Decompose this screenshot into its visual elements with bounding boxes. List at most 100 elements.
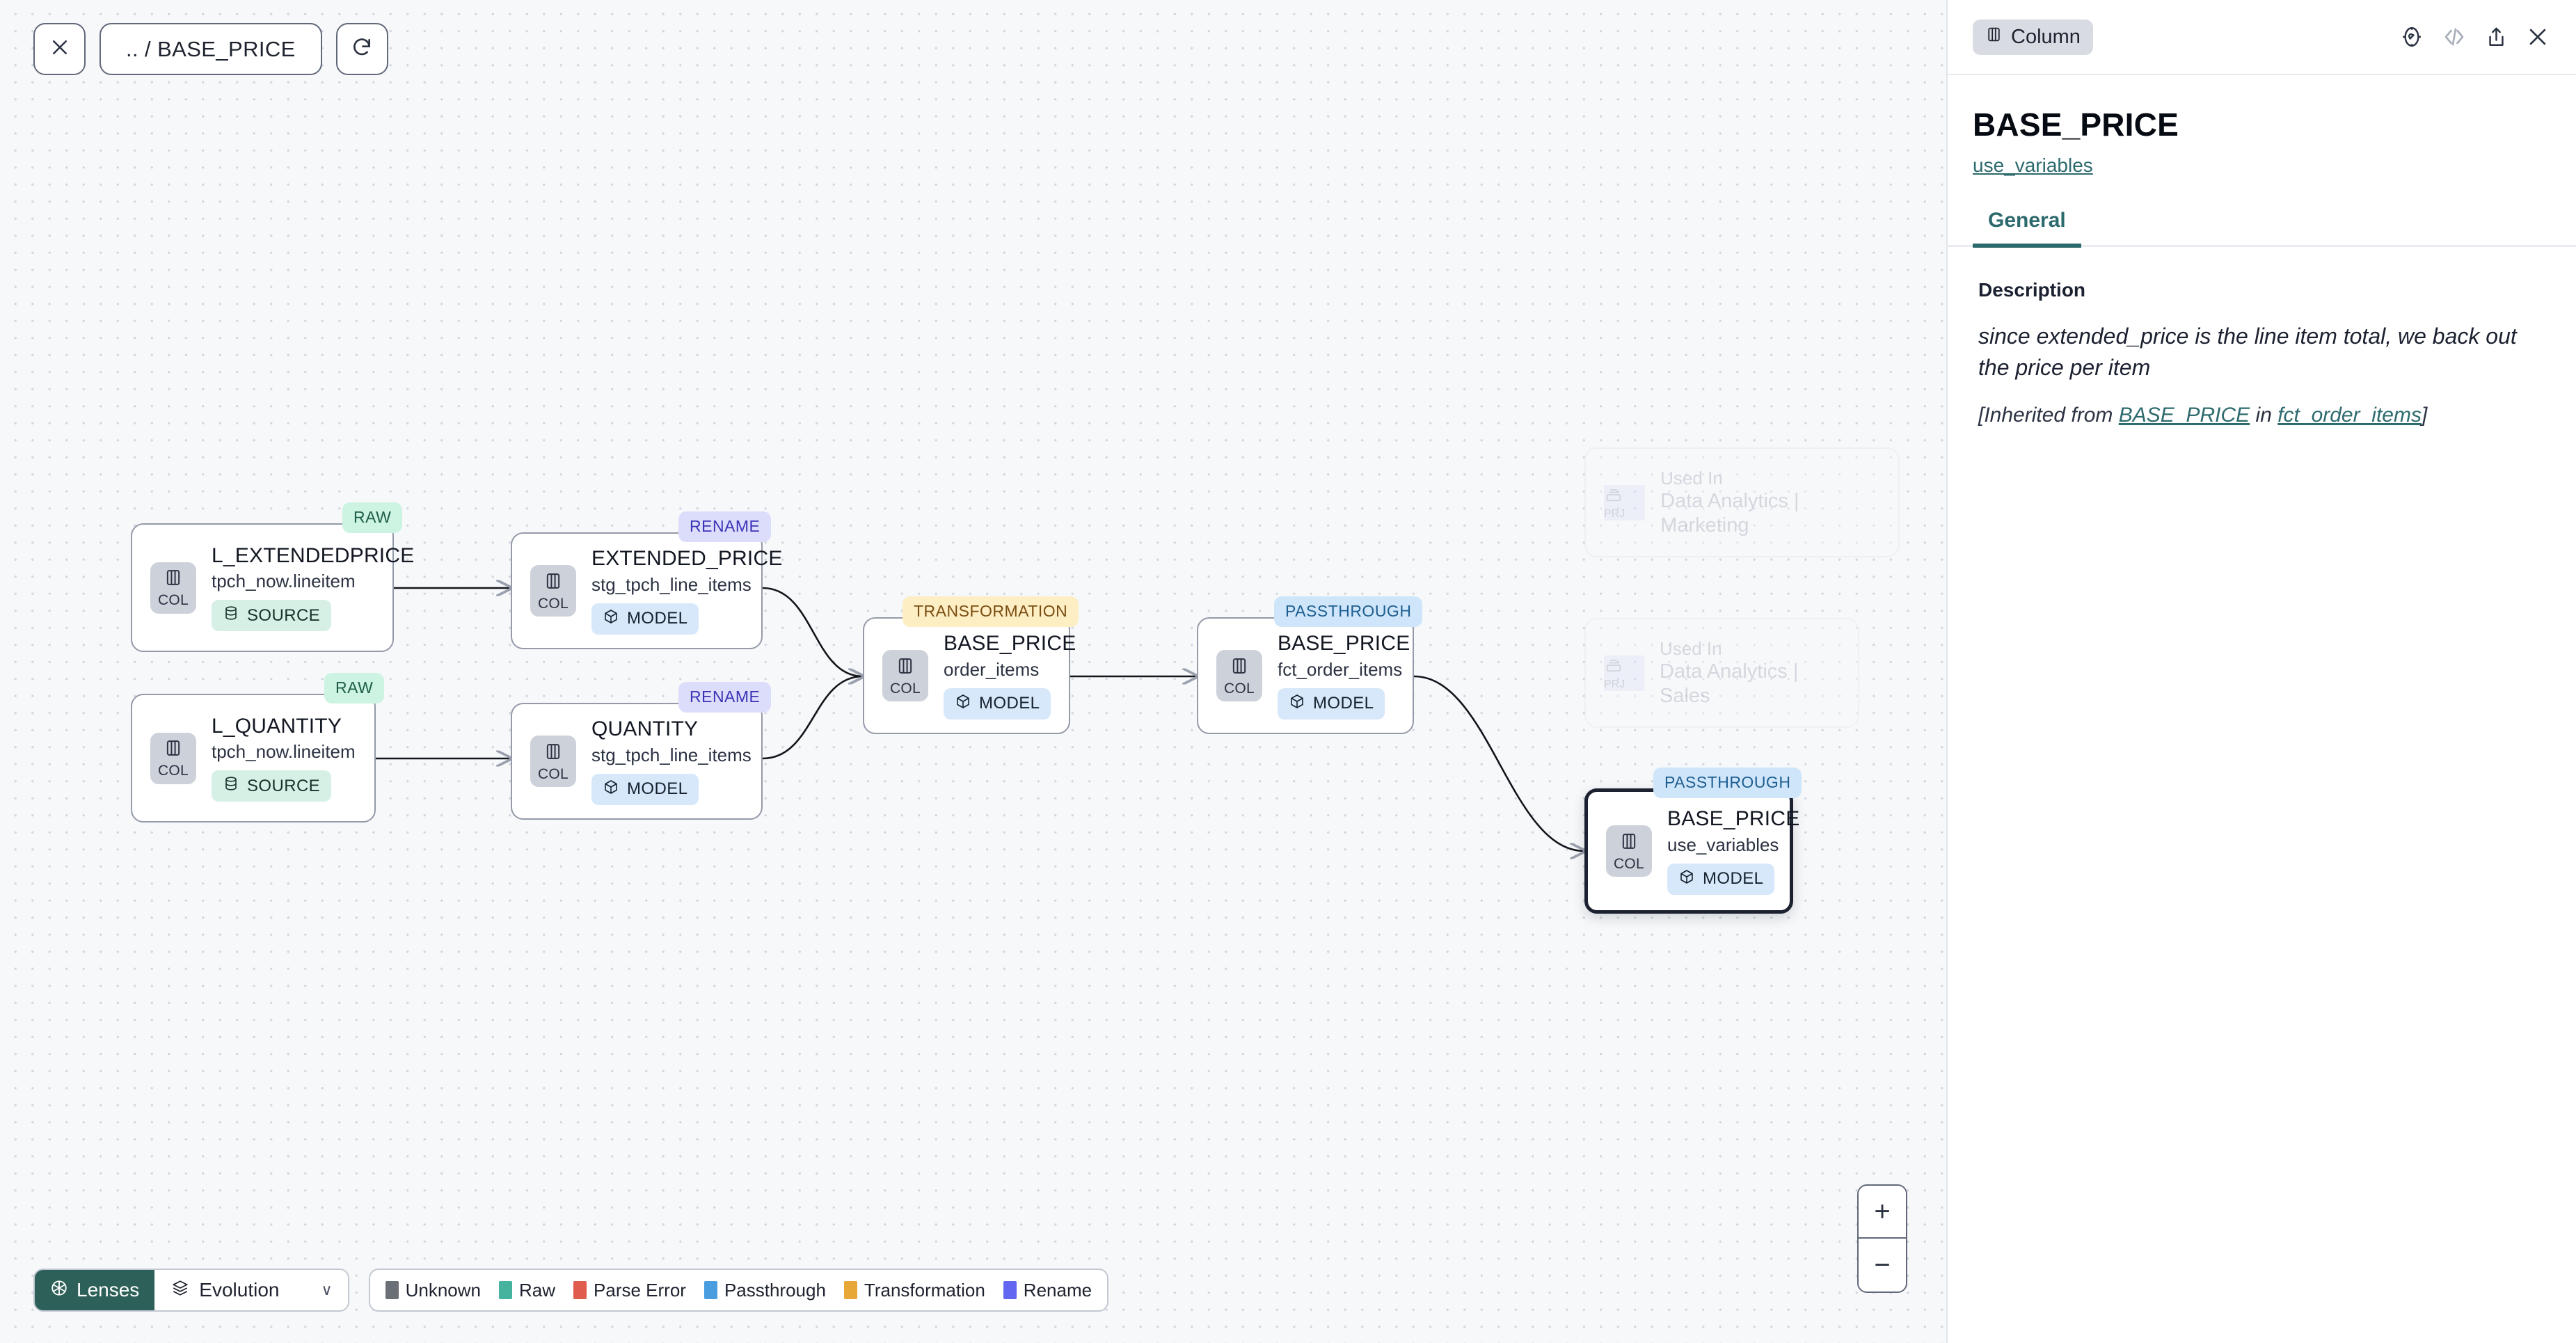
legend-item[interactable]: Transformation: [843, 1280, 985, 1301]
inherited-prefix: [Inherited from: [1978, 403, 2119, 427]
materialization-badge: MODEL: [591, 773, 699, 805]
legend-item[interactable]: Unknown: [385, 1280, 481, 1301]
page-title: BASE_PRICE: [1973, 106, 2179, 143]
panel-body: Description since extended_price is the …: [1948, 247, 2576, 427]
node-name: L_QUANTITY: [212, 714, 342, 738]
column-kind-badge: COL: [530, 736, 576, 787]
cube-icon: [603, 608, 619, 630]
cube-icon: [955, 693, 971, 715]
legend-swatch: [1003, 1281, 1017, 1299]
zoom-in-button[interactable]: +: [1859, 1186, 1906, 1239]
chevron-down-icon: ∨: [321, 1281, 333, 1298]
refresh-button[interactable]: [335, 23, 388, 75]
materialization-label: SOURCE: [247, 605, 321, 625]
column-kind-label: COL: [537, 765, 569, 782]
code-icon[interactable]: [2442, 24, 2467, 49]
details-panel-header: Column: [1948, 0, 2576, 75]
lenses-button[interactable]: Lenses: [35, 1270, 155, 1310]
inherited-model-link[interactable]: fct_order_items: [2277, 403, 2422, 427]
node-type-pill: RAW: [342, 502, 403, 533]
share-icon[interactable]: [2485, 26, 2508, 49]
used-in-card[interactable]: PRJ Used In Data Analytics | Marketing: [1584, 447, 1900, 557]
panel-tabs: General: [1948, 177, 2576, 248]
entity-type-label: Column: [2011, 25, 2081, 48]
lenses-label: Lenses: [77, 1279, 140, 1301]
inherited-from-note: [Inherited from BASE_PRICE in fct_order_…: [1978, 404, 2545, 427]
column-icon: [164, 568, 183, 591]
node-name: QUANTITY: [591, 717, 699, 741]
materialization-label: MODEL: [627, 609, 688, 628]
column-icon: [1230, 656, 1249, 679]
lineage-node[interactable]: COL L_EXTENDEDPRICE tpch_now.lineitem SO…: [131, 523, 414, 652]
node-name: BASE_PRICE: [944, 632, 1076, 655]
legend-swatch: [499, 1281, 512, 1299]
legend-item[interactable]: Parse Error: [573, 1280, 686, 1301]
node-parent: tpch_now.lineitem: [212, 571, 356, 592]
node-parent: use_variables: [1667, 834, 1779, 855]
legend-label: Rename: [1023, 1279, 1092, 1301]
lineage-canvas[interactable]: .. / BASE_PRICE: [0, 0, 1946, 1343]
entity-type-chip[interactable]: Column: [1973, 19, 2093, 55]
zoom-controls: + −: [1857, 1184, 1907, 1293]
project-kind-badge: PRJ: [1604, 484, 1646, 520]
evolution-dropdown[interactable]: Evolution ∨: [154, 1270, 348, 1310]
materialization-label: MODEL: [979, 694, 1040, 713]
project-icon: [1604, 659, 1623, 678]
close-panel-icon[interactable]: [2526, 25, 2550, 49]
column-kind-badge: COL: [530, 565, 576, 617]
inherited-suffix: ]: [2421, 403, 2428, 427]
zoom-out-button[interactable]: −: [1859, 1239, 1906, 1292]
legend-item[interactable]: Passthrough: [703, 1280, 826, 1301]
breadcrumb-path-button[interactable]: .. / BASE_PRICE: [100, 23, 322, 75]
description-heading: Description: [1978, 279, 2086, 301]
node-name: BASE_PRICE: [1667, 807, 1800, 831]
parent-model-link[interactable]: use_variables: [1973, 154, 2093, 176]
used-in-value: Data Analytics | Sales: [1660, 660, 1799, 707]
materialization-label: SOURCE: [247, 776, 321, 795]
materialization-label: MODEL: [1313, 694, 1374, 713]
column-kind-label: COL: [537, 595, 569, 612]
project-kind-label: PRJ: [1604, 678, 1625, 690]
legend-swatch: [703, 1281, 717, 1299]
materialization-label: MODEL: [627, 779, 688, 799]
node-type-pill: RENAME: [678, 682, 772, 713]
column-kind-label: COL: [889, 680, 921, 697]
close-graph-button[interactable]: [33, 23, 86, 75]
node-type-pill: TRANSFORMATION: [903, 596, 1079, 627]
node-name: BASE_PRICE: [1278, 632, 1410, 655]
tab-general[interactable]: General: [1973, 209, 2081, 248]
lineage-node[interactable]: COL EXTENDED_PRICE stg_tpch_line_items M…: [511, 532, 782, 649]
column-kind-label: COL: [157, 592, 189, 608]
materialization-badge: MODEL: [944, 688, 1051, 720]
compass-icon[interactable]: [2400, 25, 2424, 49]
legend-label: Unknown: [405, 1279, 481, 1301]
column-kind-label: COL: [157, 763, 189, 779]
description-text: since extended_price is the line item to…: [1978, 324, 2517, 381]
materialization-badge: MODEL: [591, 603, 699, 635]
used-in-label: Used In: [1660, 637, 1722, 659]
inherited-column-link[interactable]: BASE_PRICE: [2118, 403, 2250, 427]
used-in-card[interactable]: PRJ Used In Data Analytics | Sales: [1584, 618, 1859, 728]
legend-item[interactable]: Rename: [1003, 1280, 1092, 1301]
legend-swatch: [573, 1281, 587, 1299]
lineage-node[interactable]: COL BASE_PRICE fct_order_items MODEL: [1197, 617, 1414, 734]
node-parent: stg_tpch_line_items: [591, 573, 752, 595]
lineage-node[interactable]: COL L_QUANTITY tpch_now.lineitem SOURCE: [131, 694, 376, 823]
column-icon: [1619, 832, 1639, 855]
column-icon: [543, 571, 563, 594]
project-kind-label: PRJ: [1604, 507, 1625, 520]
legend-swatch: [385, 1281, 399, 1299]
aperture-icon: [50, 1279, 68, 1302]
node-parent: stg_tpch_line_items: [591, 744, 752, 765]
node-name: EXTENDED_PRICE: [591, 547, 783, 571]
lineage-node[interactable]: COL BASE_PRICE order_items MODEL: [863, 617, 1076, 734]
node-type-pill: PASSTHROUGH: [1653, 768, 1802, 798]
legend-item[interactable]: Raw: [499, 1280, 555, 1301]
lineage-node[interactable]: COL BASE_PRICE use_variables MODEL: [1584, 788, 1799, 914]
bottom-toolbar: Lenses Evolution ∨ Unknown Raw Parse Error…: [33, 1269, 1109, 1312]
lineage-node[interactable]: COL QUANTITY stg_tpch_line_items MODEL: [511, 703, 763, 820]
evolution-label: Evolution: [199, 1279, 280, 1301]
layers-icon: [171, 1279, 189, 1302]
node-parent: fct_order_items: [1278, 658, 1403, 680]
canvas-toolbar: .. / BASE_PRICE: [33, 23, 388, 75]
